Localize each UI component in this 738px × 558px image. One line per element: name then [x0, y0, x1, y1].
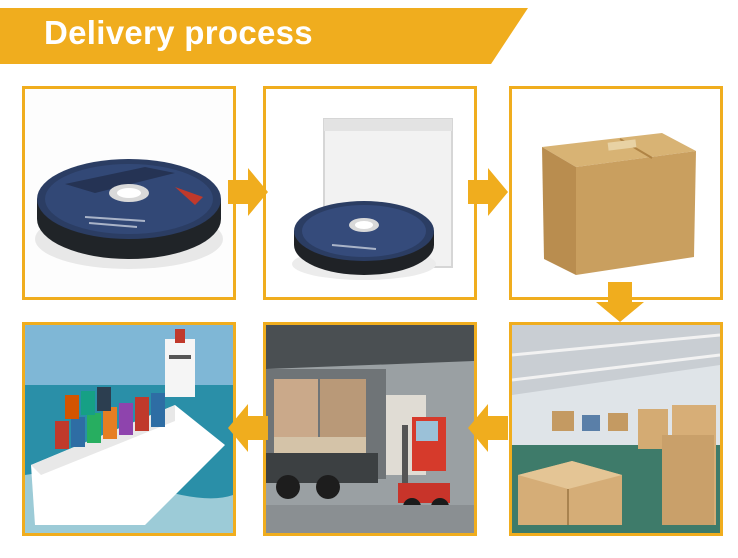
arrow-down-icon [596, 282, 644, 322]
arrow-left-icon [228, 404, 268, 452]
warehouse-photo [512, 325, 720, 533]
truck-loading-photo [266, 325, 474, 533]
step-5-truck-frame [263, 322, 477, 536]
arrow-right-icon [468, 168, 508, 216]
step-4-warehouse-frame [509, 322, 723, 536]
arrow-right-icon [228, 168, 268, 216]
grinding-disc-photo [25, 89, 233, 297]
carton-box-photo [512, 89, 720, 297]
step-1-disc-frame [22, 86, 236, 300]
cargo-ship-photo [25, 325, 233, 533]
boxed-disc-photo [266, 89, 474, 297]
step-3-carton-frame [509, 86, 723, 300]
page-title: Delivery process [44, 14, 313, 51]
arrow-left-icon [468, 404, 508, 452]
title-banner [0, 8, 528, 64]
step-2-boxed-disc-frame [263, 86, 477, 300]
step-6-ship-frame [22, 322, 236, 536]
